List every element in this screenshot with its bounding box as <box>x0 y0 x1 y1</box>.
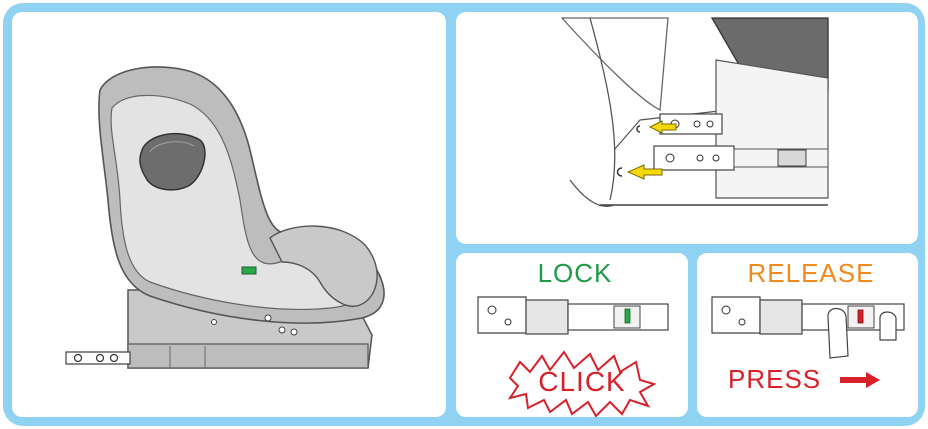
release-title: RELEASE <box>716 258 906 289</box>
press-label: PRESS <box>728 364 840 395</box>
lock-indicator <box>625 309 630 323</box>
lock-title: LOCK <box>520 258 630 289</box>
click-sound-label: CLICK <box>526 366 638 398</box>
release-indicator <box>858 310 863 323</box>
finger-press-icon <box>828 309 848 359</box>
